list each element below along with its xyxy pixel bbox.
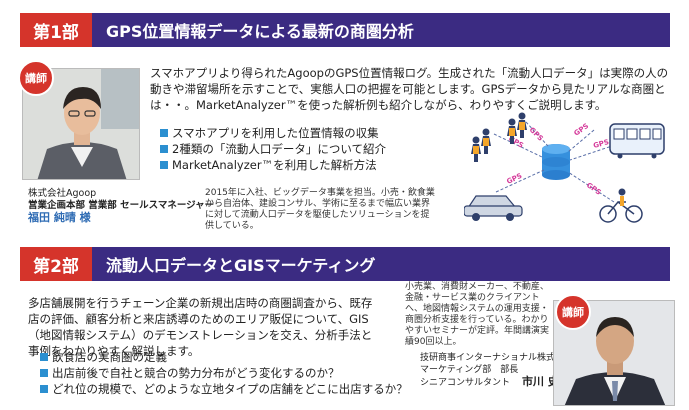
bullet-square-icon	[160, 145, 168, 153]
section2-bullet: 飲食店の実商圏の定義	[40, 349, 408, 365]
bullet-square-icon	[160, 161, 168, 169]
speaker2-company: 技研商事インターナショナル株式会社	[420, 353, 574, 363]
svg-text:GPS: GPS	[573, 122, 591, 138]
speaker2-bio: 小売業、消費財メーカー、不動産、金融・サービス業のクライアントへ、地図情報システ…	[405, 282, 550, 347]
database-icon	[542, 144, 570, 180]
svg-text:GPS: GPS	[592, 138, 609, 150]
section2-title: 流動人口データとGISマーケティング	[106, 256, 376, 275]
lecturer-badge-1: 講師	[18, 60, 54, 96]
speaker1-info: 株式会社Agoop 営業企画本部 営業部 セールスマネージャー 福田 純晴 様	[28, 188, 214, 224]
section1-header: 第1部 GPS位置情報データによる最新の商圏分析	[20, 13, 670, 47]
section2-header: 第2部 流動人口データとGISマーケティング	[20, 247, 670, 281]
speaker2-dept: マーケティング部 部長	[420, 365, 519, 375]
train-icon	[609, 123, 665, 159]
pedestrian-icon	[471, 136, 481, 162]
section2-intro: 多店舗展開を行うチェーン企業の新規出店時の商圏調査から、既存店の評価、顧客分析と…	[28, 296, 373, 358]
speaker2-info: 技研商事インターナショナル株式会社 マーケティング部 部長 シニアコンサルタント…	[420, 352, 573, 389]
speaker1-bio: 2015年に入社、ビッグデータ事業を担当。小売・飲食業から自治体、建設コンサル、…	[205, 188, 435, 231]
section1-bullet: 2種類の「流動人口データ」について紹介	[160, 141, 386, 157]
section1-title: GPS位置情報データによる最新の商圏分析	[106, 22, 414, 41]
section1-bullet: スマホアプリを利用した位置情報の収集	[160, 125, 386, 141]
section2-number: 第2部	[20, 247, 92, 281]
lecturer-badge-2: 講師	[555, 294, 591, 330]
speaker1-role: 営業企画本部 営業部 セールスマネージャー	[28, 200, 215, 211]
section1-number: 第1部	[20, 13, 92, 47]
section1-bullet-list: スマホアプリを利用した位置情報の収集 2種類の「流動人口データ」について紹介 M…	[160, 125, 386, 173]
car-icon	[464, 195, 523, 221]
gps-data-illustration: GPS GPS GPS GPS GPS GPS	[464, 112, 665, 223]
section2-bullet: 出店前後で自社と競合の勢力分布がどう変化するのか？	[40, 365, 408, 381]
bullet-square-icon	[40, 385, 48, 393]
section2-bullet-list: 飲食店の実商圏の定義 出店前後で自社と競合の勢力分布がどう変化するのか？ どれ位…	[40, 349, 408, 397]
bullet-square-icon	[40, 369, 48, 377]
speaker2-photo	[553, 300, 675, 406]
svg-text:GPS: GPS	[528, 126, 545, 143]
bicycle-icon	[599, 188, 643, 223]
section1-intro: スマホアプリより得られたAgoopのGPS位置情報ログ。生成された「流動人口デー…	[150, 66, 669, 112]
svg-text:GPS: GPS	[585, 181, 603, 197]
bullet-square-icon	[160, 129, 168, 137]
section2-bullet: どれ位の規模で、どのような立地タイプの店舗をどこに出店するか？	[40, 381, 408, 397]
speaker2-role: シニアコンサルタント	[420, 378, 511, 388]
speaker1-name: 福田 純晴 様	[28, 211, 91, 224]
bullet-square-icon	[40, 353, 48, 361]
speaker1-company: 株式会社Agoop	[28, 188, 97, 199]
pedestrian-icon	[481, 128, 491, 154]
section1-bullet: MarketAnalyzer™を利用した解析方法	[160, 157, 386, 173]
